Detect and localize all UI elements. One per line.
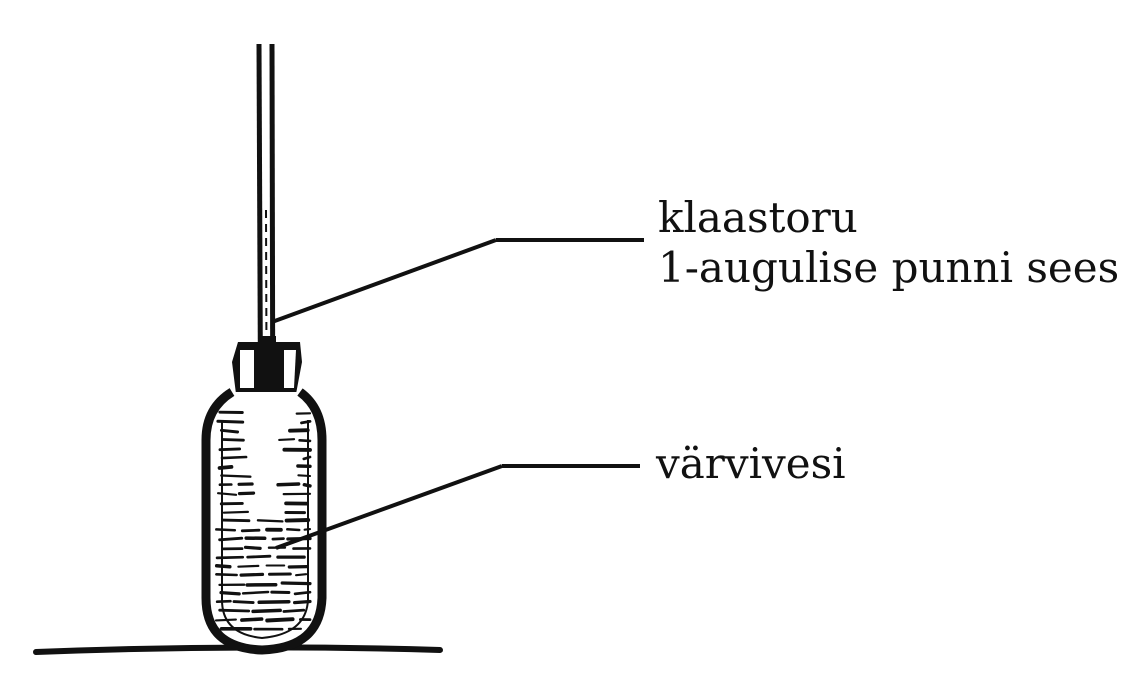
water-hatch-stroke bbox=[298, 438, 312, 443]
water-hatch-stroke bbox=[239, 572, 265, 577]
water-hatch-stroke bbox=[271, 537, 285, 541]
water-hatch-stroke bbox=[295, 573, 308, 577]
water-hatch-stroke bbox=[220, 474, 252, 478]
water-hatch-stroke bbox=[218, 447, 242, 452]
water-hatch-stroke bbox=[219, 428, 240, 434]
water-hatch-stroke bbox=[302, 483, 312, 488]
water-hatch-stroke bbox=[237, 564, 260, 568]
water-hatch-stroke bbox=[256, 519, 284, 523]
water-hatch-stroke bbox=[215, 555, 245, 560]
water-hatch-stroke bbox=[278, 438, 296, 441]
water-hatch-stroke bbox=[303, 528, 312, 531]
water-hatch-stroke bbox=[219, 590, 241, 596]
water-hatch-stroke bbox=[240, 617, 264, 622]
water-hatch-stroke bbox=[243, 545, 262, 551]
tube-label-line-1: klaastoru bbox=[658, 193, 858, 242]
water-hatch-stroke bbox=[215, 572, 238, 577]
water-hatch-stroke bbox=[221, 518, 251, 523]
water-hatch-stroke bbox=[293, 599, 312, 605]
colored-water bbox=[214, 410, 312, 631]
tube-leader-line bbox=[271, 238, 644, 324]
water-hatch-stroke bbox=[220, 455, 248, 460]
water-hatch-stroke bbox=[257, 599, 291, 605]
water-hatch-stroke bbox=[246, 554, 272, 559]
water-hatch-stroke bbox=[218, 536, 244, 542]
water-hatch-stroke bbox=[284, 518, 311, 523]
water-hatch-stroke bbox=[214, 564, 232, 569]
water-label: värvivesi bbox=[655, 439, 846, 488]
water-hatch-stroke bbox=[214, 618, 237, 622]
water-hatch-stroke bbox=[288, 428, 310, 433]
water-hatch-stroke bbox=[300, 419, 312, 425]
water-hatch-stroke bbox=[215, 528, 237, 532]
water-hatch-stroke bbox=[237, 491, 256, 496]
water-hatch-stroke bbox=[297, 474, 312, 478]
water-hatch-stroke bbox=[240, 528, 261, 533]
water-hatch-stroke bbox=[280, 581, 312, 586]
water-hatch-stroke bbox=[217, 492, 238, 496]
water-hatch-stroke bbox=[217, 465, 234, 470]
water-hatch-stroke bbox=[282, 608, 306, 613]
one-hole-stopper bbox=[232, 336, 302, 396]
water-hatch-stroke bbox=[221, 438, 245, 442]
water-hatch-stroke bbox=[215, 599, 232, 604]
water-hatch-stroke bbox=[276, 482, 301, 487]
water-hatch-stroke bbox=[293, 590, 312, 596]
water-hatch-stroke bbox=[232, 600, 255, 605]
water-hatch-stroke bbox=[241, 590, 270, 595]
tube-label-line-2: 1-augulise punni sees bbox=[658, 243, 1119, 292]
water-hatch-stroke bbox=[302, 455, 312, 461]
water-hatch-stroke bbox=[216, 419, 245, 424]
water-hatch-stroke bbox=[222, 510, 249, 514]
water-hatch-stroke bbox=[218, 608, 251, 613]
water-hatch-stroke bbox=[251, 608, 282, 614]
water-hatch-stroke bbox=[286, 528, 301, 532]
water-hatch-stroke bbox=[265, 617, 295, 623]
water-leader-line bbox=[275, 464, 640, 550]
